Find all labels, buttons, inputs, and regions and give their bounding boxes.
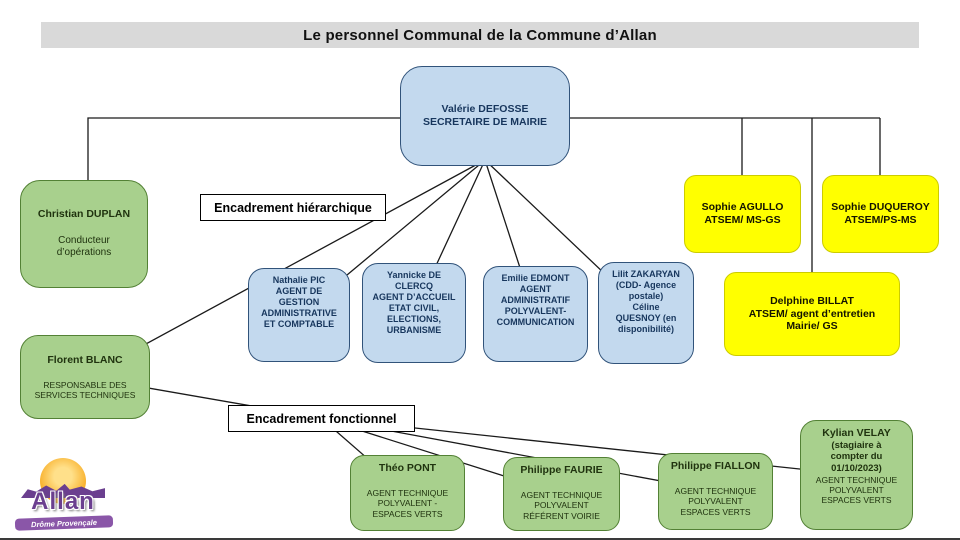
label-encadrement-fonctionnel: Encadrement fonctionnel <box>228 405 415 432</box>
person-name: Christian DUPLAN <box>37 208 131 221</box>
logo-tagline: Drôme Provençale <box>14 515 114 531</box>
person-role: AGENT DE GESTION ADMINISTRATIVE ET COMPT… <box>261 285 337 329</box>
node-florent-blanc: Florent BLANC RESPONSABLE DES SERVICES T… <box>20 335 150 419</box>
person-role: (CDD- Agence postale) Céline QUESNOY (en… <box>615 279 677 334</box>
person-role: AGENT TECHNIQUE POLYVALENT ESPACES VERTS <box>674 485 757 517</box>
page-title: Le personnel Communal de la Commune d’Al… <box>41 22 919 48</box>
node-emilie-edmont: Emilie EDMONT AGENT ADMINISTRATIF POLYVA… <box>483 266 588 362</box>
person-role: Conducteur d’opérations <box>56 235 112 259</box>
node-philippe-faurie: Philippe FAURIE AGENT TECHNIQUE POLYVALE… <box>503 457 620 531</box>
person-name: Kylian VELAY <box>822 427 891 439</box>
node-theo-pont: Théo PONT AGENT TECHNIQUE POLYVALENT - E… <box>350 455 465 531</box>
person-name: Philippe FAURIE <box>520 464 603 476</box>
person-name: Sophie DUQUEROY <box>831 201 930 214</box>
person-role: ATSEM/ MS-GS <box>704 214 781 226</box>
node-christian-duplan: Christian DUPLAN Conducteur d’opérations <box>20 180 148 288</box>
node-delphine-billat: Delphine BILLAT ATSEM/ agent d’entretien… <box>724 272 900 356</box>
person-name: Delphine BILLAT <box>770 294 854 307</box>
node-lilit-zakaryan: Lilit ZAKARYAN (CDD- Agence postale) Cél… <box>598 262 694 364</box>
person-role: AGENT TECHNIQUE POLYVALENT RÉFÉRENT VOIR… <box>520 489 603 521</box>
node-valerie-defosse: Valérie DEFOSSE SECRETAIRE DE MAIRIE <box>400 66 570 166</box>
node-nathalie-pic: Nathalie PIC AGENT DE GESTION ADMINISTRA… <box>248 268 350 362</box>
node-sophie-agullo: Sophie AGULLO ATSEM/ MS-GS <box>684 175 801 253</box>
logo-wordmark: Allan <box>31 488 95 515</box>
person-role: AGENT ADMINISTRATIF POLYVALENT- COMMUNIC… <box>496 283 575 327</box>
label-encadrement-hierarchique: Encadrement hiérarchique <box>200 194 386 221</box>
node-yannicke-de-clercq: Yannicke DE CLERCQ AGENT D’ACCUEIL ETAT … <box>362 263 466 363</box>
allan-commune-logo: Allan Drôme Provençale <box>8 456 118 534</box>
person-name: Florent BLANC <box>47 353 123 366</box>
person-name: Nathalie PIC <box>272 275 326 285</box>
person-name: Sophie AGULLO <box>701 201 784 214</box>
node-philippe-fiallon: Philippe FIALLON AGENT TECHNIQUE POLYVAL… <box>658 453 773 530</box>
person-role: ATSEM/PS-MS <box>844 214 917 226</box>
person-role: AGENT TECHNIQUE POLYVALENT - ESPACES VER… <box>366 487 449 519</box>
person-role: ATSEM/ agent d’entretien Mairie/ GS <box>748 307 876 333</box>
person-role: AGENT TECHNIQUE POLYVALENT ESPACES VERTS <box>815 474 898 506</box>
person-name: Théo PONT <box>378 462 437 474</box>
person-name: Lilit ZAKARYAN <box>612 269 680 279</box>
person-name: Emilie EDMONT <box>501 273 570 283</box>
person-role: SECRETAIRE DE MAIRIE <box>422 116 548 128</box>
person-note: (stagiaire à compter du 01/10/2023) <box>830 439 883 474</box>
person-role: RESPONSABLE DES SERVICES TECHNIQUES <box>34 379 136 400</box>
person-name: Yannicke DE CLERCQ <box>386 270 442 291</box>
node-sophie-duqueroy: Sophie DUQUEROY ATSEM/PS-MS <box>822 175 939 253</box>
person-name: Valérie DEFOSSE <box>441 103 529 116</box>
person-name: Philippe FIALLON <box>670 460 761 472</box>
node-kylian-velay: Kylian VELAY (stagiaire à compter du 01/… <box>800 420 913 530</box>
person-role: AGENT D’ACCUEIL ETAT CIVIL, ELECTIONS, U… <box>372 291 456 335</box>
